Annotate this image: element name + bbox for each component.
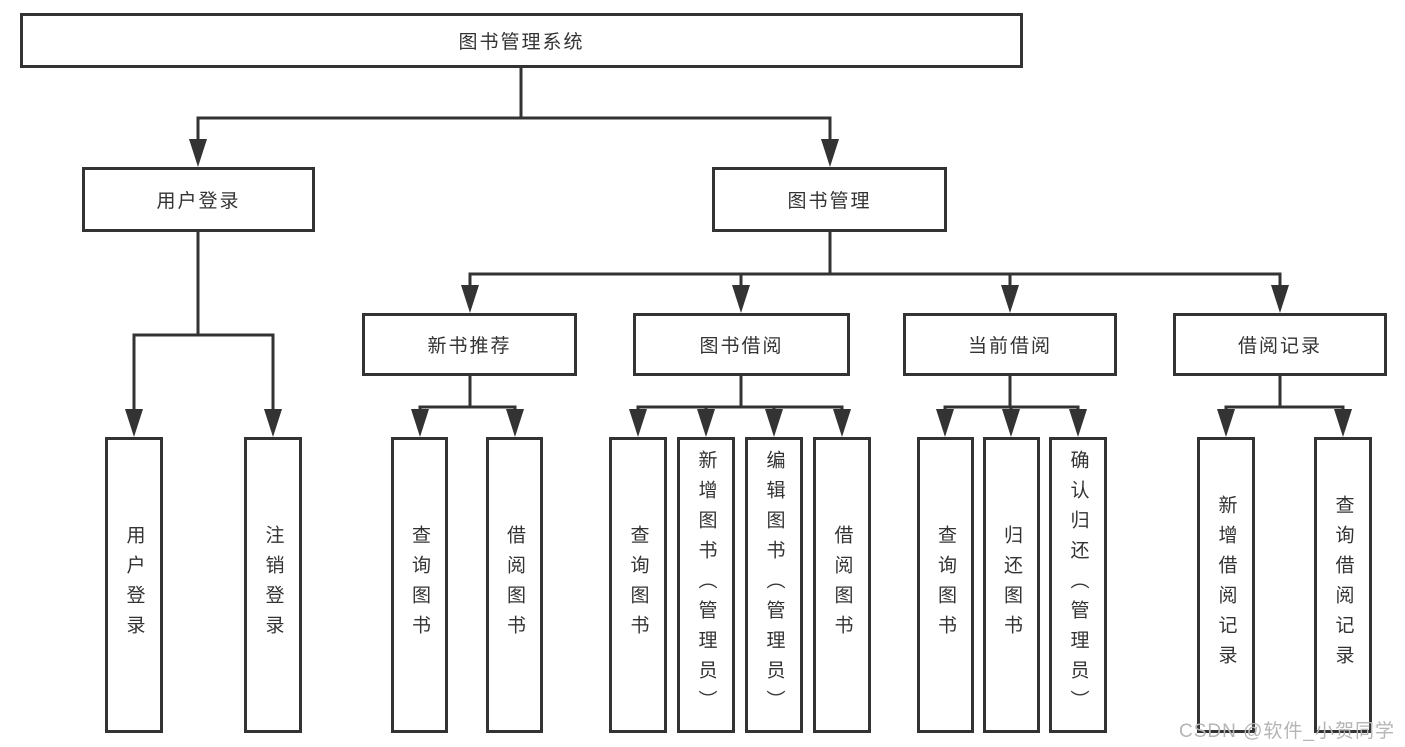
leaf-label: 查询借阅记录 — [1332, 495, 1354, 675]
connector-current-borrow-to-leaves — [936, 374, 1087, 437]
connector-new-book-recommend-to-leaves — [411, 374, 524, 437]
watermark: CSDN @软件_小贺同学 — [1179, 721, 1395, 742]
node-borrow-records: 借阅记录 — [1173, 313, 1387, 376]
arrow-down-icon — [697, 409, 715, 437]
arrow-down-icon — [506, 409, 524, 437]
leaf-label: 查询图书 — [627, 525, 649, 645]
leaf-query-books-recommend: 查询图书 — [391, 437, 448, 733]
leaf-edit-book-admin: 编辑图书（管理员） — [745, 437, 803, 733]
leaf-add-borrow-record: 新增借阅记录 — [1197, 437, 1255, 733]
arrow-down-icon — [765, 409, 783, 437]
arrow-down-icon — [821, 139, 839, 167]
leaf-label: 借阅图书 — [831, 525, 853, 645]
leaf-return-book: 归还图书 — [983, 437, 1040, 733]
leaf-query-books-current: 查询图书 — [917, 437, 974, 733]
node-book-borrow: 图书借阅 — [633, 313, 850, 376]
arrow-down-icon — [732, 285, 750, 313]
leaf-label: 归还图书 — [1001, 525, 1022, 645]
arrow-down-icon — [1001, 285, 1019, 313]
connector-book-management-to-level3 — [461, 230, 1289, 313]
arrow-down-icon — [833, 409, 851, 437]
arrow-down-icon — [1217, 409, 1235, 437]
arrow-down-icon — [936, 409, 954, 437]
node-label: 借阅记录 — [1237, 336, 1322, 357]
arrow-down-icon — [189, 139, 207, 167]
arrow-down-icon — [264, 409, 282, 437]
node-book-management: 图书管理 — [712, 167, 947, 232]
node-label: 图书管理系统 — [458, 32, 585, 53]
node-label: 图书管理 — [787, 191, 872, 212]
arrow-down-icon — [411, 409, 429, 437]
leaf-label: 查询图书 — [409, 525, 430, 645]
connector-book-borrow-to-leaves — [629, 374, 851, 437]
leaf-borrow-books: 借阅图书 — [813, 437, 871, 733]
node-label: 图书借阅 — [699, 336, 784, 357]
leaf-logout: 注销登录 — [244, 437, 302, 733]
leaf-confirm-return-admin: 确认归还（管理员） — [1049, 437, 1107, 733]
leaf-label: 编辑图书（管理员） — [763, 450, 785, 720]
leaf-query-borrow-record: 查询借阅记录 — [1314, 437, 1372, 733]
leaf-user-login: 用户登录 — [105, 437, 163, 733]
leaf-query-books-borrow: 查询图书 — [609, 437, 667, 733]
arrow-down-icon — [629, 409, 647, 437]
leaf-label: 注销登录 — [262, 525, 284, 645]
node-label: 用户登录 — [156, 191, 241, 212]
leaf-label: 确认归还（管理员） — [1067, 450, 1089, 720]
arrow-down-icon — [1334, 409, 1352, 437]
arrow-down-icon — [1271, 285, 1289, 313]
arrow-down-icon — [1069, 409, 1087, 437]
connector-user-login-to-leaves — [125, 230, 282, 437]
connector-borrow-records-to-leaves — [1217, 374, 1352, 437]
leaf-add-book-admin: 新增图书（管理员） — [677, 437, 735, 733]
arrow-down-icon — [461, 285, 479, 313]
node-user-login: 用户登录 — [82, 167, 315, 232]
arrow-down-icon — [1002, 409, 1020, 437]
connector-root-to-level2 — [189, 66, 839, 167]
node-library-management-system: 图书管理系统 — [20, 13, 1023, 68]
leaf-label: 借阅图书 — [504, 525, 525, 645]
node-new-book-recommend: 新书推荐 — [362, 313, 577, 376]
leaf-label: 新增借阅记录 — [1215, 495, 1237, 675]
leaf-borrow-books-recommend: 借阅图书 — [486, 437, 543, 733]
leaf-label: 用户登录 — [123, 525, 145, 645]
node-label: 当前借阅 — [967, 336, 1052, 357]
arrow-down-icon — [125, 409, 143, 437]
node-label: 新书推荐 — [427, 336, 512, 357]
node-current-borrow: 当前借阅 — [903, 313, 1117, 376]
leaf-label: 查询图书 — [935, 525, 956, 645]
leaf-label: 新增图书（管理员） — [695, 450, 717, 720]
